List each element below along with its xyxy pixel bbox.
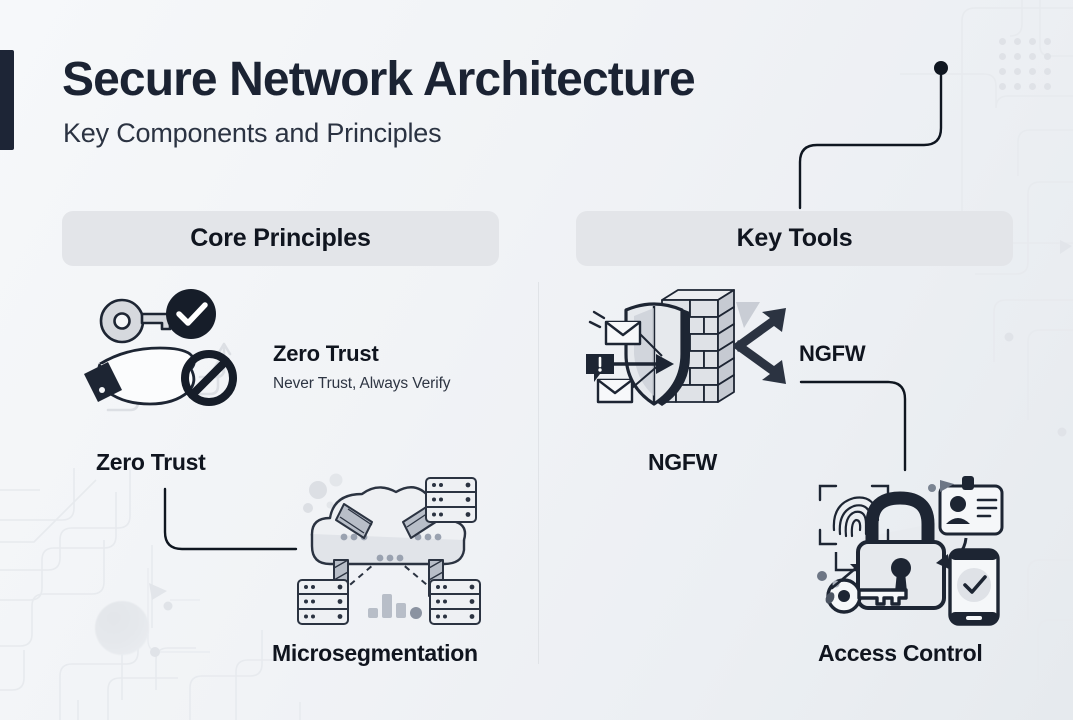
access-control-caption: Access Control: [818, 640, 983, 666]
ngfw-heading: NGFW: [799, 341, 866, 366]
microsegmentation-caption: Microsegmentation: [272, 640, 478, 666]
zero-trust-caption: Zero Trust: [96, 449, 206, 475]
section-header-key-tools[interactable]: Key Tools: [576, 211, 1013, 266]
firewall-shield-icon: [586, 289, 786, 406]
zero-trust-tagline: Never Trust, Always Verify: [273, 375, 451, 392]
page-title: Secure Network Architecture: [62, 53, 696, 106]
padlock-access-control-icon: [817, 476, 1004, 626]
dot-grid-decoration: [999, 38, 1051, 90]
section-header-core-principles[interactable]: Core Principles: [62, 211, 499, 266]
title-accent-bar: [0, 50, 14, 150]
section-label-key-tools: Key Tools: [736, 224, 853, 252]
hand-holding-key-icon: [84, 289, 237, 412]
ngfw-caption: NGFW: [648, 449, 718, 475]
cloud-microsegmentation-icon: [297, 473, 481, 625]
decorative-blob: [95, 601, 149, 655]
zero-trust-heading: Zero Trust: [273, 341, 379, 366]
page-subtitle: Key Components and Principles: [63, 118, 442, 148]
column-divider: [538, 282, 539, 664]
section-label-core-principles: Core Principles: [190, 224, 371, 252]
